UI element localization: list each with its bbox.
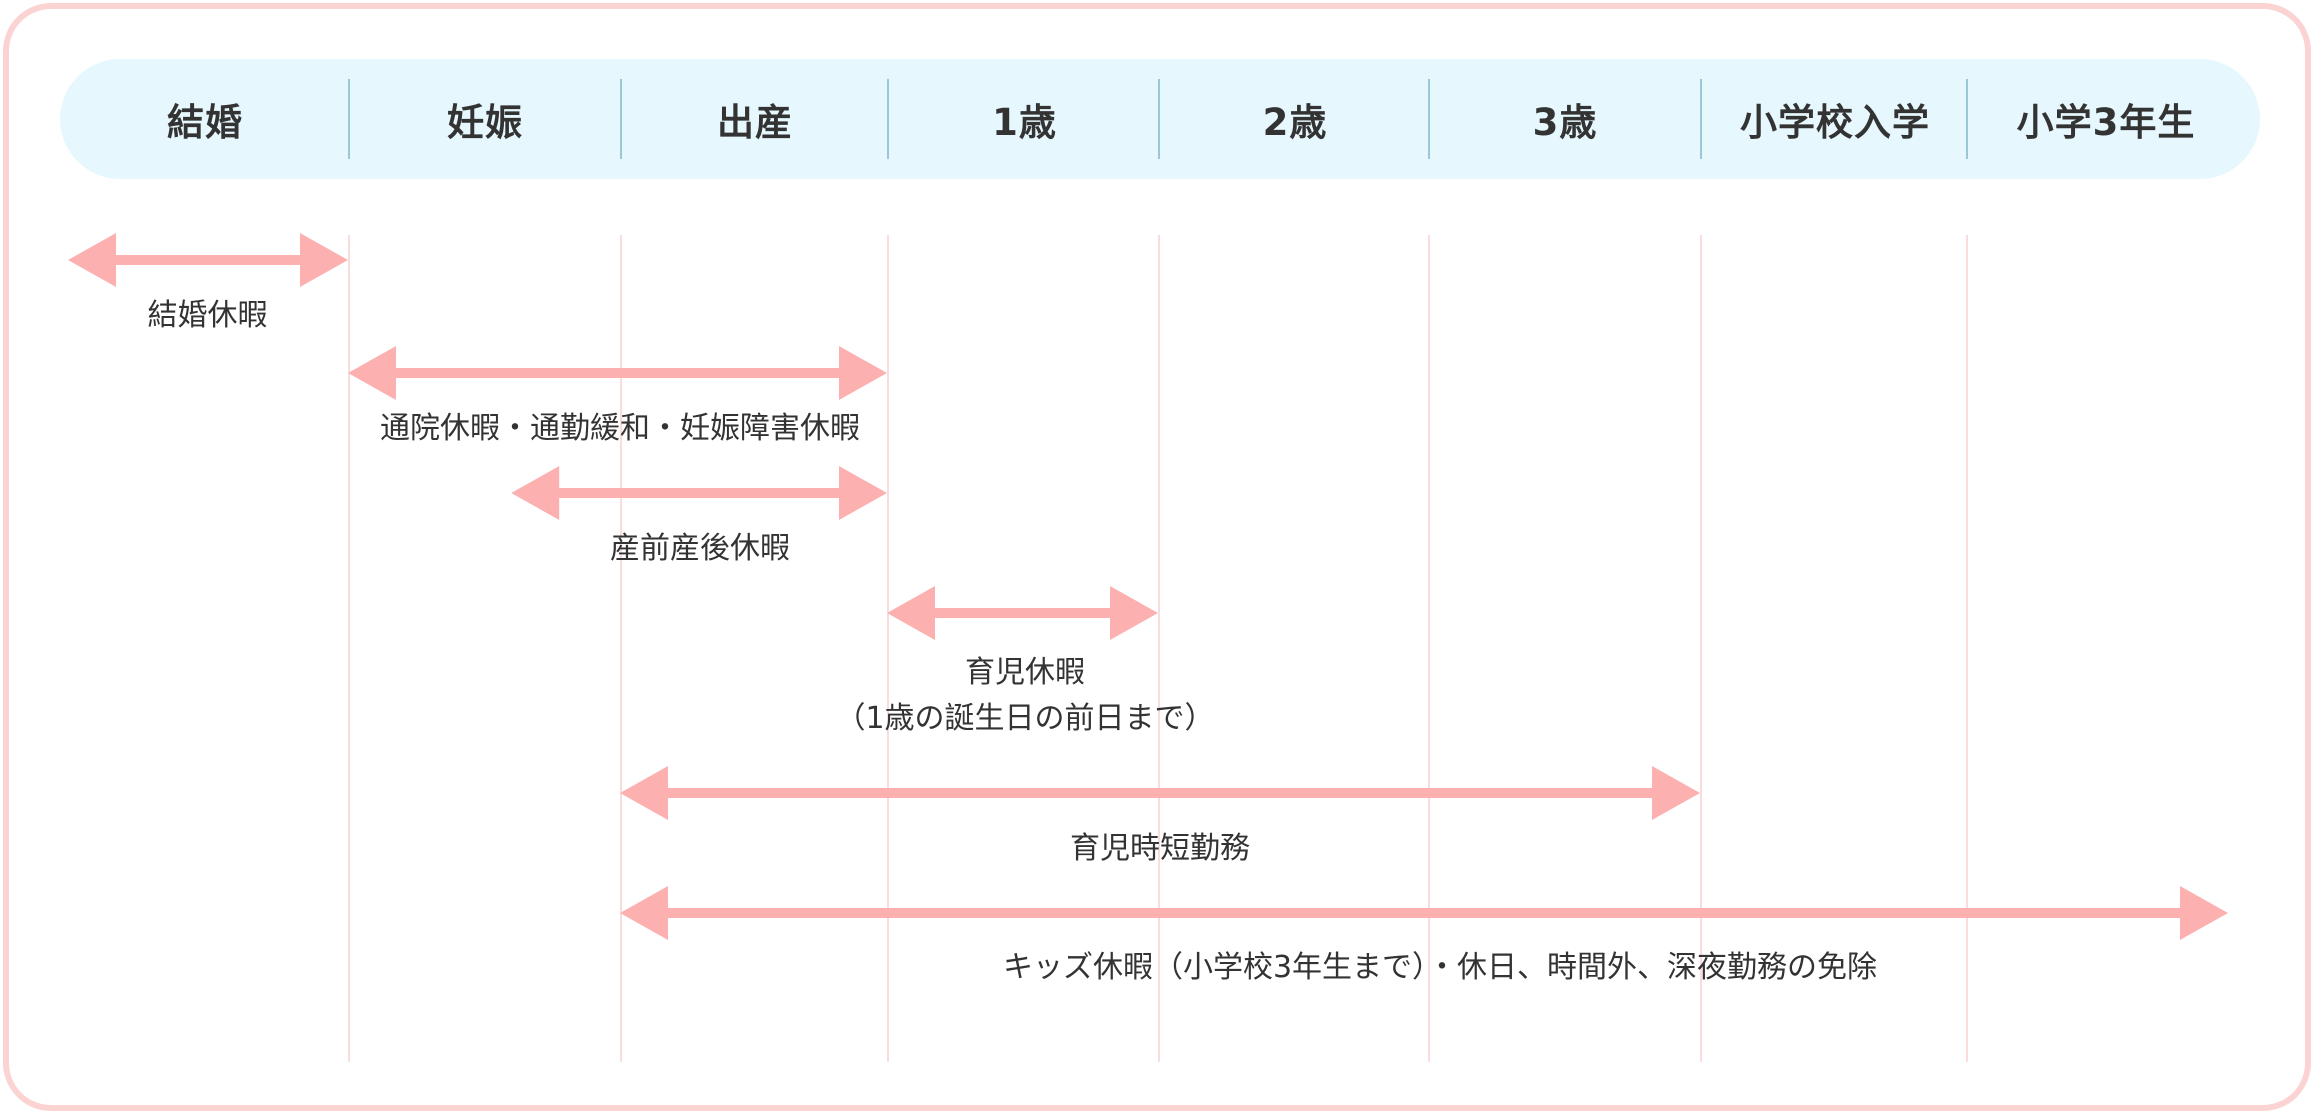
stage-separator [1428,79,1430,159]
stage-header: 結婚 妊娠 出産 1歳 2歳 3歳 小学校入学 小学3年生 [60,59,2260,179]
stage-separator [1966,79,1968,159]
leave-arrow-kids [620,886,2228,940]
grid-line [1966,235,1968,1062]
leave-label-short-hours: 育児時短勤務 [1070,831,1250,866]
grid-line [1158,235,1160,1062]
leave-arrow-childcare [887,586,1158,640]
grid-line [1700,235,1702,1062]
stage-age-3: 3歳 [1532,101,1598,144]
stage-separator [1158,79,1160,159]
stage-separator [348,79,350,159]
diagram-frame [3,3,2311,1111]
stage-age-1: 1歳 [992,101,1057,144]
stage-pregnancy: 妊娠 [447,101,523,144]
stage-grade-3: 小学3年生 [2016,101,2196,144]
grid-line [620,235,622,1062]
stage-marriage: 結婚 [167,101,243,144]
stage-separator [887,79,889,159]
grid-line [1428,235,1430,1062]
leave-label-pregnancy-support: 通院休暇・通勤緩和・妊娠障害休暇 [380,411,860,446]
leave-label-childcare: 育児休暇 （1歳の誕生日の前日まで） [835,655,1215,736]
leave-arrow-pregnancy-support [348,346,887,400]
leave-arrow-short-hours [620,766,1700,820]
stage-separator [1700,79,1702,159]
stage-elementary-entry: 小学校入学 [1740,101,1930,144]
grid-line [887,235,889,1062]
leave-label-maternity: 産前産後休暇 [610,531,790,566]
leave-label-marriage: 結婚休暇 [147,298,268,333]
leave-arrow-marriage [68,233,348,287]
grid-line [348,235,350,1062]
stage-age-2: 2歳 [1262,101,1328,144]
stage-birth: 出産 [717,101,793,144]
leave-label-kids: キッズ休暇（小学校3年生まで）・休日、時間外、深夜勤務の免除 [1002,950,1878,985]
stage-separator [620,79,622,159]
leave-arrow-maternity [511,466,887,520]
